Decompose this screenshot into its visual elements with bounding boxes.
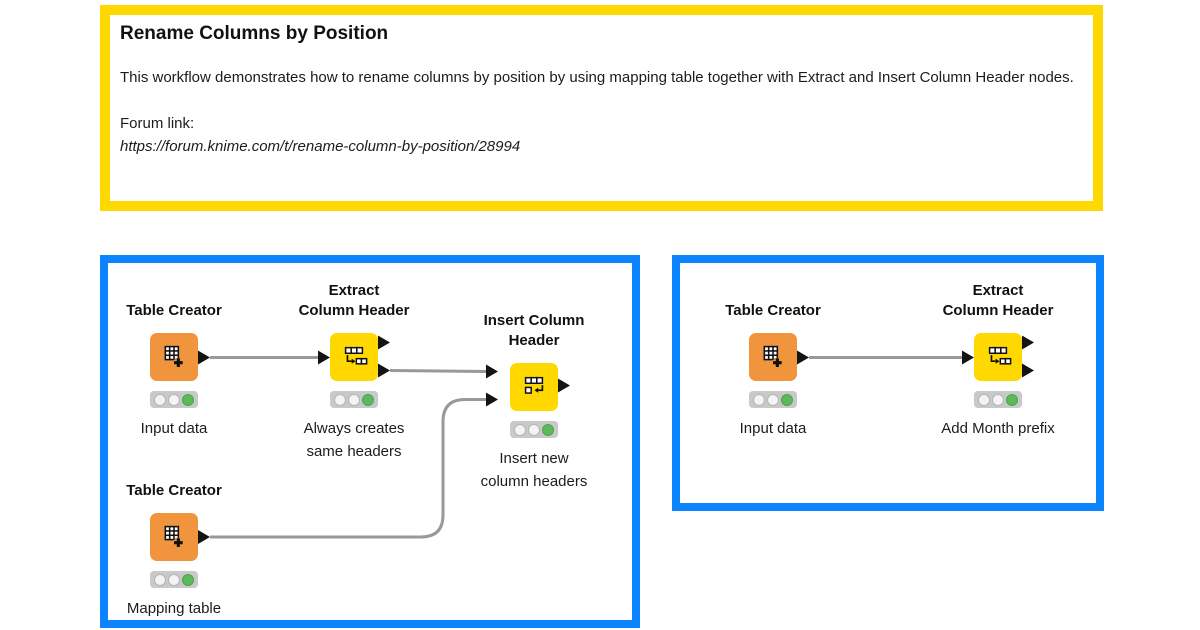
status-configured-light [168,573,180,586]
status-configured-light [348,393,360,406]
input-port[interactable] [486,392,498,407]
status-configured-light [767,393,779,406]
node-insert-column-header: Insert Column Header Insert new column h… [449,312,619,493]
node-status-traffic-light [510,421,558,438]
node-caption: Insert new column headers [480,450,588,490]
node-status-traffic-light [749,391,797,408]
table-creator-node[interactable] [150,513,198,561]
input-port[interactable] [486,364,498,379]
input-port[interactable] [962,350,974,365]
node-table-creator-1: Table Creator Input data [89,302,259,440]
node-extract-column-header-1: Extract Column Header Always creates sam… [269,282,439,463]
status-executed-light [781,393,793,406]
node-caption: Input data [140,420,208,437]
status-idle-light [514,423,526,436]
node-extract-column-header-right: Extract Column Header Add Month prefix [913,282,1083,440]
node-label: Table Creator [725,302,821,319]
insert-column-header-icon [524,376,544,394]
status-executed-light [182,573,194,586]
status-idle-light [978,393,990,406]
node-caption: Always creates same headers [303,420,405,460]
node-label: Extract Column Header [942,282,1054,319]
output-port[interactable] [198,530,210,544]
output-port[interactable] [378,335,390,350]
output-port[interactable] [797,350,809,365]
node-caption: Mapping table [126,600,222,617]
status-executed-light [182,393,194,406]
node-table-creator-2: Table Creator Mapping table [89,482,259,620]
extract-column-header-node[interactable] [974,333,1022,381]
output-port[interactable] [558,378,570,393]
status-idle-light [334,393,346,406]
table-creator-icon [164,345,184,368]
node-status-traffic-light [330,391,378,408]
status-configured-light [992,393,1004,406]
status-idle-light [154,573,166,586]
output-port[interactable] [1022,363,1034,378]
node-table-creator-right: Table Creator Input data [688,302,858,440]
status-executed-light [542,423,554,436]
table-creator-node[interactable] [749,333,797,381]
forum-link-label: Forum link: [120,115,195,132]
table-creator-icon [164,525,184,548]
node-label: Table Creator [126,302,222,319]
node-status-traffic-light [150,571,198,588]
annotation-title: Rename Columns by Position [120,23,389,44]
input-port[interactable] [318,350,330,365]
table-creator-icon [763,345,783,368]
status-executed-light [362,393,374,406]
node-status-traffic-light [974,391,1022,408]
node-caption: Add Month prefix [941,420,1055,437]
extract-column-header-node[interactable] [330,333,378,381]
extract-column-header-icon [344,346,368,365]
node-caption: Input data [739,420,807,437]
status-idle-light [154,393,166,406]
forum-link-url[interactable]: https://forum.knime.com/t/rename-column-… [120,138,521,155]
output-port[interactable] [198,350,210,365]
extract-column-header-icon [988,346,1012,365]
node-status-traffic-light [150,391,198,408]
status-configured-light [168,393,180,406]
node-label: Extract Column Header [298,282,410,319]
annotation-description: This workflow demonstrates how to rename… [120,69,1074,86]
status-executed-light [1006,393,1018,406]
table-creator-node[interactable] [150,333,198,381]
node-label: Table Creator [126,482,222,499]
status-configured-light [528,423,540,436]
node-label: Insert Column Header [483,312,585,349]
status-idle-light [753,393,765,406]
output-port[interactable] [1022,335,1034,350]
output-port[interactable] [378,363,390,378]
workflow-annotation[interactable]: Rename Columns by Position This workflow… [100,5,1103,211]
workflow-group-right [672,255,1104,511]
insert-column-header-node[interactable] [510,363,558,411]
